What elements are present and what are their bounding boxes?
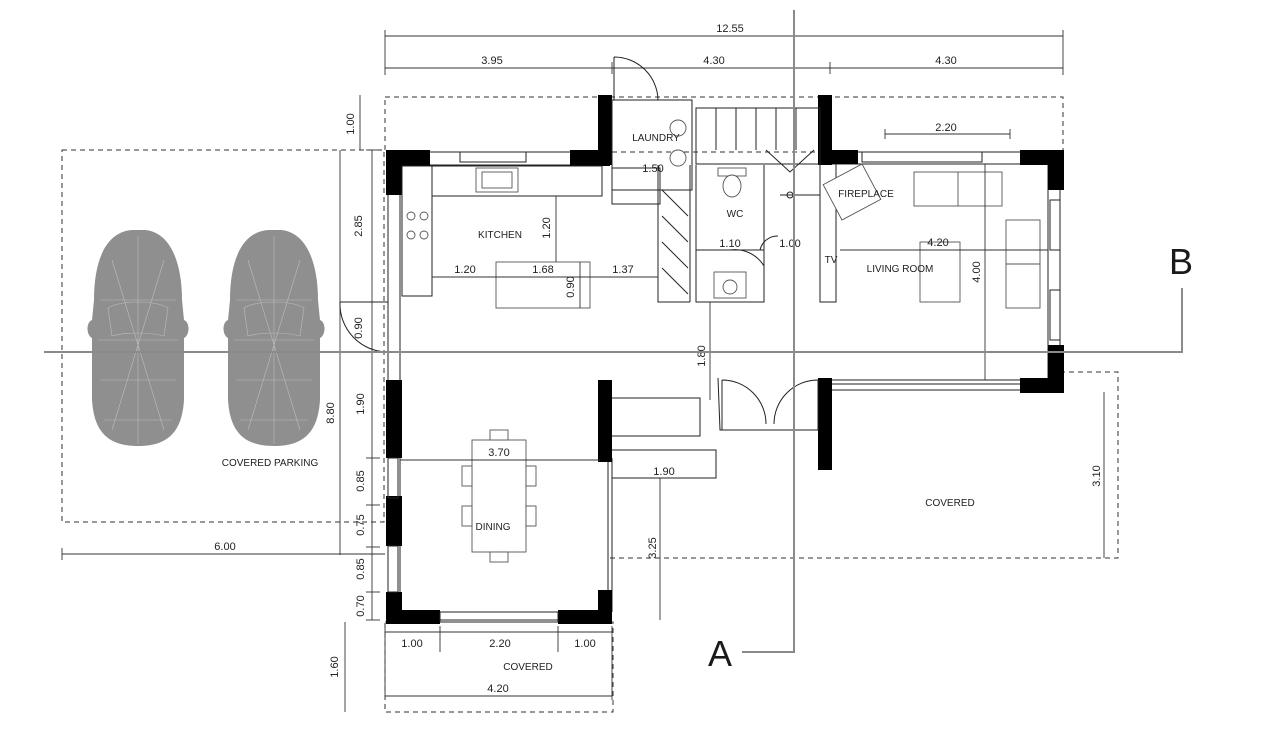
dim-seg2: 4.30 <box>703 55 724 67</box>
living-room <box>822 163 1048 380</box>
dim-8-80: 8.80 <box>325 402 337 423</box>
dim-3-25: 3.25 <box>647 537 659 558</box>
car-left <box>87 230 189 446</box>
dim-1-20-h: 1.20 <box>454 264 475 276</box>
dim-seg3: 4.30 <box>935 55 956 67</box>
dim-1-00-mid: 1.00 <box>779 238 800 250</box>
room-label-covered-bottom: COVERED <box>503 662 552 673</box>
dim-2-85: 2.85 <box>353 215 365 236</box>
room-label-fireplace: FIREPLACE <box>838 189 894 200</box>
dim-0-85-a: 0.85 <box>355 470 367 491</box>
room-label-living: LIVING ROOM <box>867 264 934 275</box>
entry-doors <box>339 301 819 430</box>
dim-1-00-left-top: 1.00 <box>345 113 357 134</box>
section-marker-b: B <box>1169 241 1193 282</box>
washer-icon <box>669 119 687 137</box>
dim-1-00-b2: 1.00 <box>574 638 595 650</box>
dim-1-10: 1.10 <box>719 238 740 250</box>
dining <box>400 429 661 620</box>
dim-6-00: 6.00 <box>214 541 235 553</box>
sink-icon <box>722 279 738 295</box>
dim-total: 12.55 <box>716 23 744 35</box>
stove-icon <box>406 211 416 221</box>
covered-right-outline <box>610 371 1119 559</box>
bottom-dimensions <box>384 626 613 700</box>
stairs <box>661 107 821 295</box>
dim-1-80: 1.80 <box>696 345 708 366</box>
section-marker-a: A <box>708 633 732 674</box>
dim-2-20-b: 2.20 <box>489 638 510 650</box>
car-right <box>223 230 325 446</box>
top-dimensions <box>384 30 1064 139</box>
dining-table <box>471 439 527 553</box>
room-label-dining: DINING <box>476 522 511 533</box>
dim-0-85-b: 0.85 <box>355 558 367 579</box>
toilet-icon <box>722 174 742 198</box>
wc <box>713 167 779 299</box>
walls <box>386 95 1064 624</box>
room-label-covered-right: COVERED <box>925 498 974 509</box>
section-line-a <box>742 10 795 653</box>
section-lines <box>44 10 1183 653</box>
dim-1-50: 1.50 <box>642 163 663 175</box>
dim-1-90-left: 1.90 <box>355 393 367 414</box>
room-label-kitchen: KITCHEN <box>478 230 522 241</box>
covered-parking-outline <box>61 149 385 523</box>
dim-3-10: 3.10 <box>1091 465 1103 486</box>
section-line-b <box>44 288 1183 353</box>
top-overhang-outline <box>384 96 1064 153</box>
dim-1-00-b1: 1.00 <box>401 638 422 650</box>
dim-1-68: 1.68 <box>532 264 553 276</box>
dim-4-20-b: 4.20 <box>487 683 508 695</box>
room-label-tv: TV <box>825 255 838 266</box>
dim-1-37: 1.37 <box>612 264 633 276</box>
dim-0-70: 0.70 <box>355 595 367 616</box>
coffee-table <box>919 241 961 303</box>
dim-1-60: 1.60 <box>329 656 341 677</box>
kitchen <box>401 165 658 309</box>
dim-0-90: 0.90 <box>353 317 365 338</box>
room-label-covered-parking: COVERED PARKING <box>222 458 319 469</box>
room-label-wc: WC <box>727 209 744 220</box>
room-label-laundry: LAUNDRY <box>632 133 680 144</box>
covered-bottom-outline <box>384 621 614 713</box>
dim-1-90-mid: 1.90 <box>653 466 674 478</box>
dim-1-20-v: 1.20 <box>541 217 553 238</box>
laundry <box>611 56 693 205</box>
dim-4-20-living: 4.20 <box>927 237 948 249</box>
fireplace <box>822 163 882 221</box>
dim-seg1: 3.95 <box>481 55 502 67</box>
dim-4-00: 4.00 <box>971 261 983 282</box>
dim-0-90-island: 0.90 <box>565 276 577 297</box>
dim-2-20-top: 2.20 <box>935 122 956 134</box>
dim-3-70: 3.70 <box>488 447 509 459</box>
dryer-icon <box>669 149 687 167</box>
dim-0-75: 0.75 <box>355 514 367 535</box>
kitchen-island <box>495 261 591 309</box>
